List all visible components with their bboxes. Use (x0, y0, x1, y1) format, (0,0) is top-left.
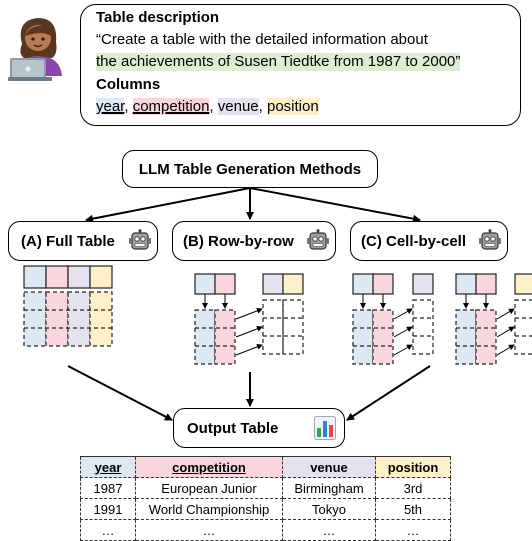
column-venue: venue (217, 98, 259, 115)
cell-year: … (80, 519, 136, 541)
table-row: 1991 World Championship Tokyo 5th (80, 498, 451, 520)
header-competition: competition (135, 456, 283, 478)
bar-chart-icon (314, 416, 336, 440)
table-description-box: Table description “Create a table with t… (80, 4, 521, 126)
cell-year: 1991 (80, 498, 136, 520)
table-row: … … … … (80, 519, 451, 541)
description-quote-line1: “Create a table with the detailed inform… (96, 31, 428, 48)
header-position: position (375, 456, 451, 478)
cell-venue: … (282, 519, 376, 541)
output-table-title: Output Table (187, 419, 279, 437)
robot-icon (479, 229, 501, 250)
output-table-box: Output Table (173, 408, 345, 448)
llm-methods-box: LLM Table Generation Methods (122, 150, 378, 188)
method-row-by-row-label: (B) Row-by-row (183, 232, 294, 250)
cell-competition: European Junior (135, 477, 283, 499)
user-laptop-icon (8, 18, 62, 81)
cell-by-cell-mini-2 (455, 273, 532, 365)
method-row-by-row-box: (B) Row-by-row (172, 221, 336, 261)
cell-position: … (375, 519, 451, 541)
header-venue: venue (282, 456, 376, 478)
description-heading: Table description (96, 9, 220, 26)
cell-competition: … (135, 519, 283, 541)
llm-methods-title: LLM Table Generation Methods (138, 160, 362, 178)
cell-position: 3rd (375, 477, 451, 499)
arrow-full-to-output (67, 365, 173, 421)
arrow-to-cell-by-cell (249, 187, 421, 223)
method-full-table-box: (A) Full Table (8, 221, 158, 261)
cell-venue: Birmingham (282, 477, 376, 499)
arrow-to-full-table (85, 187, 251, 223)
column-competition: competition (132, 98, 210, 115)
output-table: year competition venue position 1987 Eur… (80, 456, 451, 541)
column-position: position (266, 98, 319, 115)
robot-icon (129, 229, 151, 250)
row-by-row-mini (194, 273, 304, 365)
robot-icon (307, 229, 329, 250)
method-full-table-label: (A) Full Table (21, 232, 115, 250)
cell-venue: Tokyo (282, 498, 376, 520)
method-cell-by-cell-box: (C) Cell-by-cell (350, 221, 508, 261)
cell-by-cell-mini-1 (352, 273, 434, 365)
arrow-cell-to-output (346, 365, 431, 421)
cell-year: 1987 (80, 477, 136, 499)
cell-position: 5th (375, 498, 451, 520)
method-cell-by-cell-label: (C) Cell-by-cell (361, 232, 467, 250)
table-row: 1987 European Junior Birmingham 3rd (80, 477, 451, 499)
cell-competition: World Championship (135, 498, 283, 520)
output-table-header-row: year competition venue position (80, 456, 451, 478)
header-year: year (80, 456, 136, 478)
columns-list: year, competition, venue, position (96, 98, 319, 115)
description-quote-line2: the achievements of Susen Tiedtke from 1… (96, 53, 461, 71)
columns-heading: Columns (96, 76, 161, 93)
column-year: year (96, 98, 125, 115)
full-table-mini (23, 265, 113, 347)
